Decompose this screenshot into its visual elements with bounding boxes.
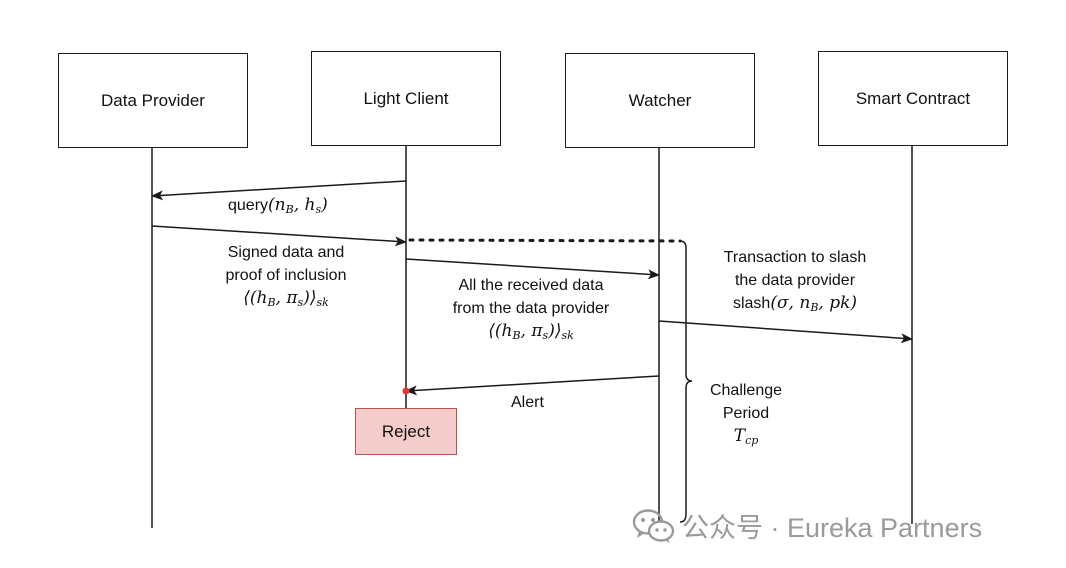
actor-data-provider-label: Data Provider <box>101 90 205 110</box>
watermark: 公众号 · Eureka Partners <box>632 506 982 545</box>
alert-label: Alert <box>511 394 544 411</box>
slash-math: slash(σ, nB, pk) <box>732 293 858 314</box>
received-data-math: ⟨(hB, πs)⟩sk <box>488 321 574 342</box>
reject-box: Reject <box>355 408 457 455</box>
wechat-icon <box>632 508 675 543</box>
arrow-received-data <box>405 258 660 280</box>
arrow-signed-data <box>151 225 407 247</box>
signed-data-math: ⟨(hB, πs)⟩sk <box>243 288 329 309</box>
slash-label: Transaction to slash the data provider s… <box>700 246 890 319</box>
query-label: query(nB, hs) <box>228 195 328 216</box>
arrow-query <box>151 180 407 201</box>
actor-watcher-label: Watcher <box>628 90 692 110</box>
alert-dot <box>402 387 410 395</box>
arrow-alert <box>405 375 660 396</box>
challenge-period-brace <box>679 240 693 523</box>
actor-data-provider: Data Provider <box>58 53 248 148</box>
actor-smart-contract: Smart Contract <box>818 51 1008 146</box>
actor-smart-contract-label: Smart Contract <box>855 88 971 108</box>
challenge-period-math: Tcp <box>733 426 759 447</box>
challenge-period-label: Challenge Period Tcp <box>700 379 792 452</box>
signed-data-label: Signed data and proof of inclusion ⟨(hB,… <box>196 241 376 314</box>
actor-light-client-label: Light Client <box>363 88 449 108</box>
actor-watcher: Watcher <box>565 53 755 148</box>
watermark-text: 公众号 · Eureka Partners <box>682 513 983 543</box>
actor-light-client: Light Client <box>311 51 501 146</box>
dotted-connector <box>408 238 682 243</box>
reject-label: Reject <box>381 421 431 441</box>
arrow-slash <box>658 320 913 344</box>
received-data-label: All the received data from the data prov… <box>426 274 636 347</box>
